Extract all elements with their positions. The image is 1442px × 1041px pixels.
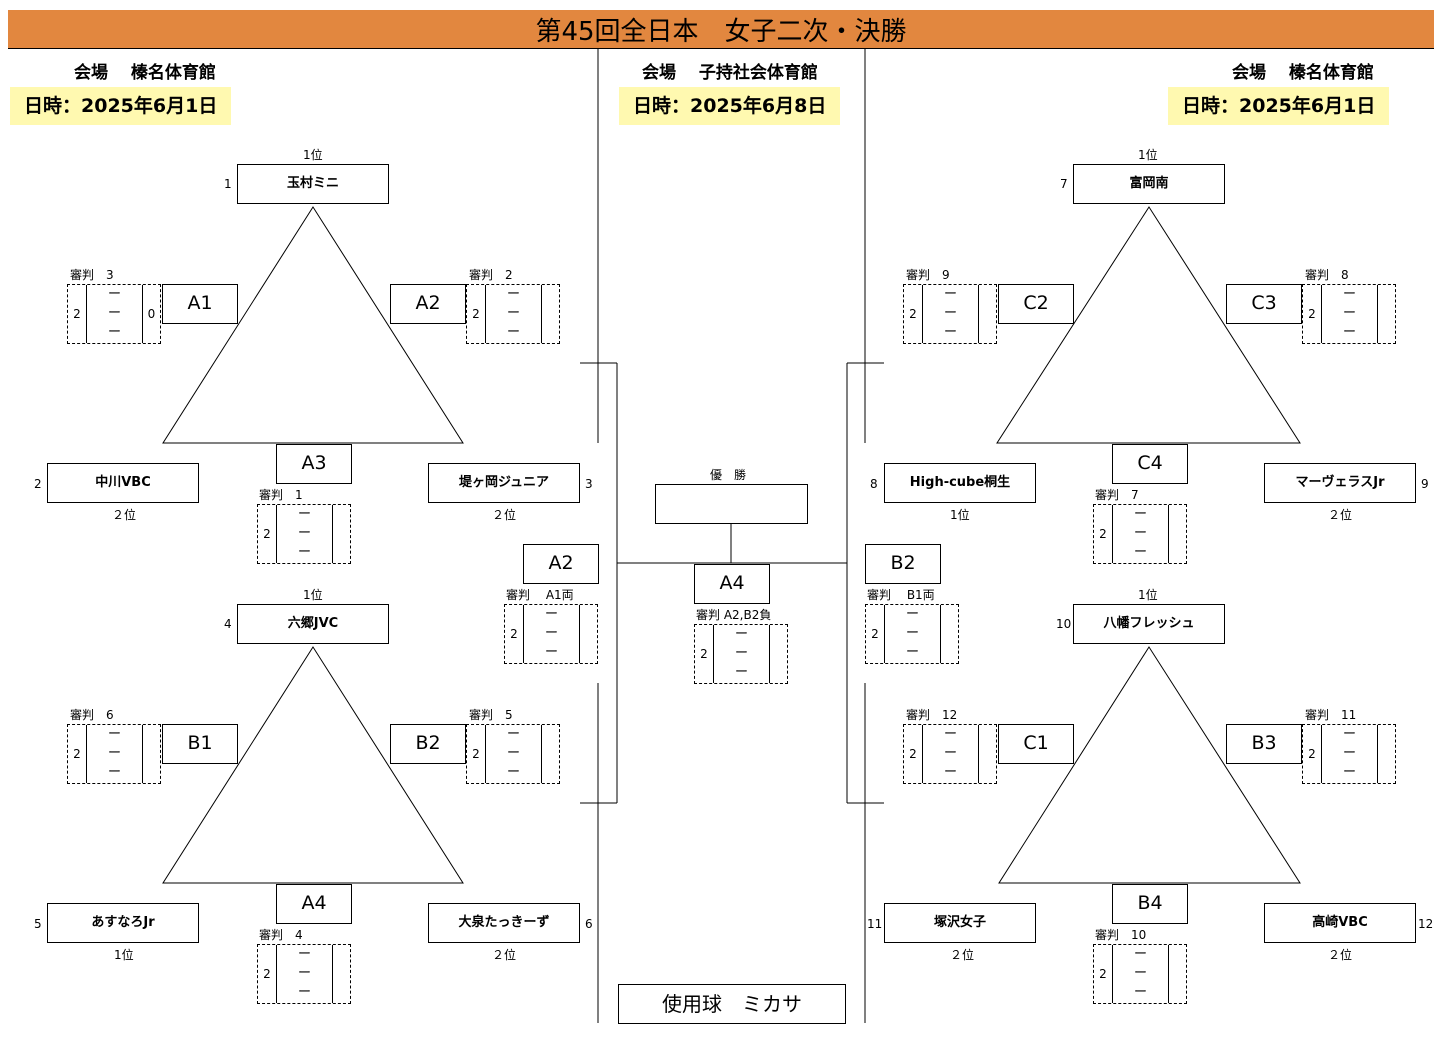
score-box: 2 ーーー bbox=[67, 724, 161, 784]
referee-label: 審判 12 bbox=[906, 708, 958, 722]
score-box: 2 ーーー bbox=[466, 284, 560, 344]
rank-label: ２位 bbox=[112, 508, 137, 522]
referee-label: 審判 10 bbox=[1095, 928, 1147, 942]
team-number: 4 bbox=[224, 617, 232, 631]
team-box: 富岡南 bbox=[1073, 164, 1225, 204]
date-left: 日時：2025年6月1日 bbox=[10, 87, 232, 125]
score-box: 2 ーーー bbox=[1302, 724, 1396, 784]
team-number: 10 bbox=[1056, 617, 1072, 631]
rank-label: 1位 bbox=[1138, 148, 1158, 162]
team-box: 大泉たっきーず bbox=[428, 903, 580, 943]
team-box: 玉村ミニ bbox=[237, 164, 389, 204]
rank-label: ２位 bbox=[1328, 508, 1353, 522]
score-box: 2 ーーー bbox=[504, 604, 598, 664]
team-number: 2 bbox=[34, 477, 42, 491]
rank-label: ２位 bbox=[1328, 948, 1353, 962]
slot-a3: A3 bbox=[276, 444, 352, 484]
date-right: 日時：2025年6月1日 bbox=[1168, 87, 1390, 125]
team-box: 中川VBC bbox=[47, 463, 199, 503]
team-number: 5 bbox=[34, 917, 42, 931]
team-number: 1 bbox=[224, 177, 232, 191]
score-box: 2 ーーー bbox=[1302, 284, 1396, 344]
rank-label: ２位 bbox=[950, 948, 975, 962]
slot-a1: A1 bbox=[162, 284, 238, 324]
rank-label: 1位 bbox=[1138, 588, 1158, 602]
team-box: あすなろJr bbox=[47, 903, 199, 943]
score-box: 2 ーーー bbox=[466, 724, 560, 784]
triangle-group-a bbox=[162, 206, 464, 444]
team-box: High-cube桐生 bbox=[884, 463, 1036, 503]
slot-c4: C4 bbox=[1112, 444, 1188, 484]
referee-label: 審判 6 bbox=[70, 708, 114, 722]
slot-c3: C3 bbox=[1226, 284, 1302, 324]
referee-label: 審判 9 bbox=[906, 268, 950, 282]
venue-right: 会場 榛名体育館 bbox=[1232, 63, 1374, 83]
triangle-group-c-bottom bbox=[998, 646, 1301, 884]
team-number: 8 bbox=[870, 477, 878, 491]
ball-info: 使用球 ミカサ bbox=[618, 984, 846, 1024]
team-number: 3 bbox=[585, 477, 593, 491]
referee-label: 審判 3 bbox=[70, 268, 114, 282]
score-box: 2 ーーー bbox=[257, 944, 351, 1004]
score-box: 2 ーーー bbox=[1093, 944, 1187, 1004]
rank-label: 1位 bbox=[303, 588, 323, 602]
team-number: 7 bbox=[1060, 177, 1068, 191]
slot-semi-a2: A2 bbox=[523, 544, 599, 584]
winner-box bbox=[655, 484, 808, 524]
slot-a4: A4 bbox=[276, 884, 352, 924]
team-number: 9 bbox=[1421, 477, 1429, 491]
slot-b4: B4 bbox=[1112, 884, 1188, 924]
venue-center: 会場 子持社会体育館 bbox=[642, 63, 818, 83]
rank-label: 1位 bbox=[303, 148, 323, 162]
winner-label: 優 勝 bbox=[710, 468, 747, 482]
team-box: 八幡フレッシュ bbox=[1073, 604, 1225, 644]
date-center: 日時：2025年6月8日 bbox=[619, 87, 841, 125]
rank-label: ２位 bbox=[492, 948, 517, 962]
referee-label: 審判 A2,B2負 bbox=[696, 608, 772, 622]
rank-label: 1位 bbox=[950, 508, 970, 522]
team-box: 塚沢女子 bbox=[884, 903, 1036, 943]
team-box: 六郷JVC bbox=[237, 604, 389, 644]
referee-label: 審判 B1両 bbox=[867, 588, 935, 602]
page-title: 第45回全日本 女子二次・決勝 bbox=[8, 10, 1434, 49]
slot-semi-b2: B2 bbox=[865, 544, 941, 584]
score-box: 2 ーーー bbox=[694, 624, 788, 684]
score-box: 2 ーーー 0 bbox=[67, 284, 161, 344]
slot-final-a4: A4 bbox=[694, 564, 770, 604]
slot-a2: A2 bbox=[390, 284, 466, 324]
team-box: 堤ヶ岡ジュニア bbox=[428, 463, 580, 503]
venue-left: 会場 榛名体育館 bbox=[74, 63, 216, 83]
team-number: 12 bbox=[1418, 917, 1434, 931]
rank-label: ２位 bbox=[492, 508, 517, 522]
score-box: 2 ーーー bbox=[903, 284, 997, 344]
score-box: 2 ーーー bbox=[903, 724, 997, 784]
team-box: 高崎VBC bbox=[1264, 903, 1416, 943]
team-box: マーヴェラスJr bbox=[1264, 463, 1416, 503]
referee-label: 審判 2 bbox=[469, 268, 513, 282]
referee-label: 審判 11 bbox=[1305, 708, 1357, 722]
rank-label: 1位 bbox=[114, 948, 134, 962]
triangle-group-b bbox=[162, 646, 464, 884]
referee-label: 審判 4 bbox=[259, 928, 303, 942]
team-number: 6 bbox=[585, 917, 593, 931]
slot-c1: C1 bbox=[998, 724, 1074, 764]
score-box: 2 ーーー bbox=[1093, 504, 1187, 564]
slot-c2: C2 bbox=[998, 284, 1074, 324]
score-box: 2 ーーー bbox=[257, 504, 351, 564]
referee-label: 審判 A1両 bbox=[506, 588, 574, 602]
triangle-group-c-top bbox=[996, 206, 1301, 444]
slot-b1: B1 bbox=[162, 724, 238, 764]
team-number: 11 bbox=[867, 917, 883, 931]
referee-label: 審判 5 bbox=[469, 708, 513, 722]
slot-b3: B3 bbox=[1226, 724, 1302, 764]
score-box: 2 ーーー bbox=[865, 604, 959, 664]
referee-label: 審判 1 bbox=[259, 488, 303, 502]
slot-b2: B2 bbox=[390, 724, 466, 764]
referee-label: 審判 7 bbox=[1095, 488, 1139, 502]
referee-label: 審判 8 bbox=[1305, 268, 1349, 282]
